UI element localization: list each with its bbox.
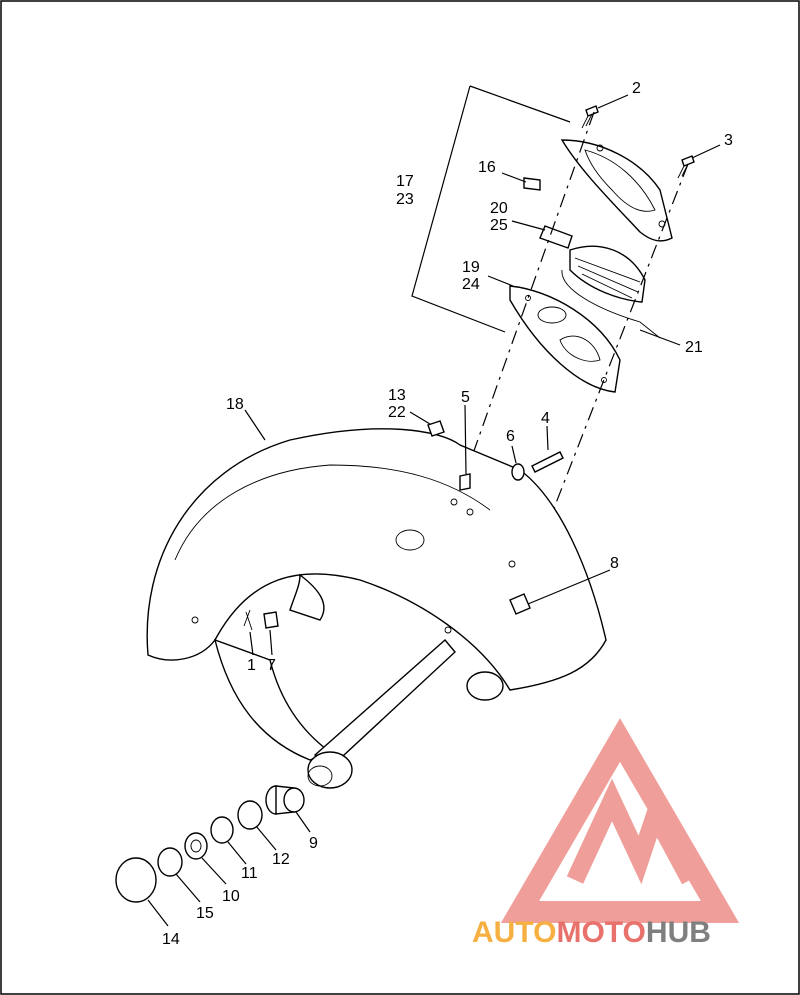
screw-part-2 [581, 105, 599, 129]
callout-10: 10 [222, 888, 240, 905]
leader-2 [597, 94, 629, 109]
ring-part-15 [157, 847, 183, 877]
washer-part-6 [511, 463, 525, 481]
leader-7 [269, 629, 273, 656]
leader-11 [227, 841, 247, 865]
nut-part-8 [509, 593, 531, 615]
nut-part-5 [459, 473, 471, 491]
washer-part-10 [184, 832, 208, 860]
callout-6: 6 [506, 428, 515, 445]
bracket-group-17-23 [411, 85, 506, 333]
logo-m-shape [566, 778, 698, 885]
leader-16 [501, 172, 527, 183]
callout-19: 19 [462, 259, 480, 276]
watermark-auto: AUTO [472, 916, 556, 949]
watermark-text: AUTOMOTOHUB [472, 916, 711, 949]
callout-2: 2 [632, 80, 641, 97]
leader-3 [691, 144, 721, 159]
callout-20: 20 [490, 200, 508, 217]
bulb-part-16 [523, 177, 541, 191]
callout-14: 14 [162, 931, 180, 948]
callout-21: 21 [685, 339, 703, 356]
callout-5: 5 [461, 389, 470, 406]
callout-11: 11 [241, 865, 258, 882]
leader-14 [147, 899, 169, 927]
leader-4 [546, 425, 549, 451]
cap-part-14 [115, 857, 157, 903]
lamp-base-plate [509, 285, 621, 393]
bolt-part-4 [531, 451, 564, 473]
callout-18: 18 [226, 396, 244, 413]
leader-13-22 [409, 411, 431, 425]
callout-9: 9 [309, 835, 318, 852]
watermark-moto: MOTO [556, 916, 645, 949]
callout-4: 4 [541, 410, 550, 427]
callout-1: 1 [247, 657, 256, 674]
bracket-top-line [469, 85, 571, 123]
leader-15 [175, 873, 201, 903]
screw-part-3 [677, 155, 695, 179]
leader-19-24 [487, 275, 514, 287]
callout-15: 15 [196, 905, 214, 922]
leader-5 [464, 404, 467, 475]
leader-1 [249, 631, 254, 656]
front-fender [146, 428, 607, 691]
callout-25: 25 [490, 217, 508, 234]
spacer-part-11 [210, 816, 234, 844]
callout-7: 7 [267, 657, 276, 674]
leader-9 [295, 811, 311, 833]
leader-21 [639, 329, 681, 346]
callout-24: 24 [462, 276, 480, 293]
fork-axle-assembly [214, 573, 504, 789]
callout-3: 3 [724, 132, 733, 149]
watermark-logo [500, 718, 740, 923]
plug-part-13 [427, 420, 445, 437]
assembly-line-left [469, 111, 595, 463]
watermark-hub: HUB [646, 916, 711, 949]
leader-18 [244, 409, 266, 441]
ring-part-12 [237, 800, 263, 830]
nut-part-7 [263, 611, 279, 629]
leader-6 [511, 445, 517, 464]
callout-16: 16 [478, 159, 496, 176]
lamp-housing [560, 139, 673, 242]
leader-10 [201, 857, 227, 885]
callout-23: 23 [396, 191, 414, 208]
callout-12: 12 [272, 851, 290, 868]
callout-13: 13 [388, 387, 406, 404]
callout-8: 8 [610, 555, 619, 572]
lamp-lens [539, 225, 661, 339]
bearing-part-9 [265, 785, 305, 815]
leader-8 [527, 569, 611, 605]
callout-17: 17 [396, 173, 414, 190]
callout-22: 22 [388, 404, 406, 421]
leader-20-25 [511, 220, 546, 231]
pin-part-1 [243, 609, 253, 631]
leader-12 [255, 825, 277, 851]
